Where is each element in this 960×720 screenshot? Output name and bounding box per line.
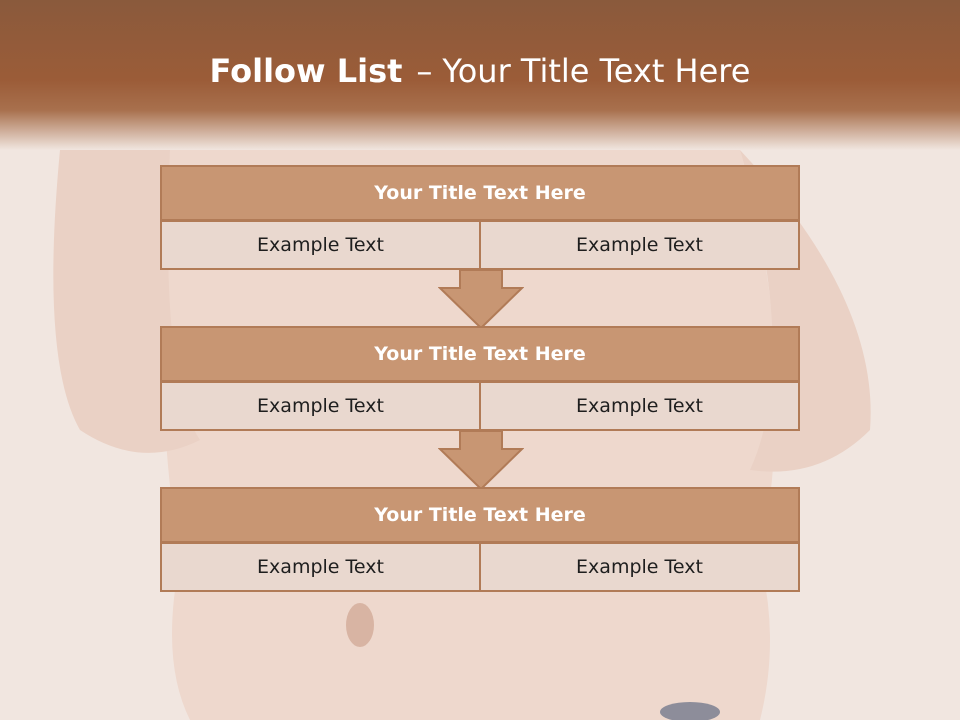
step-title: Your Title Text Here [160, 326, 800, 382]
title-rest: Your Title Text Here [442, 52, 751, 90]
slide-title: Follow List–Your Title Text Here [0, 52, 960, 90]
step-row: Example Text Example Text [160, 220, 800, 270]
down-arrow-icon [438, 430, 524, 491]
title-bold: Follow List [209, 52, 403, 90]
step-cell-left: Example Text [160, 542, 481, 592]
header-band [0, 0, 960, 150]
down-arrow-icon [438, 269, 524, 330]
step-cell-right: Example Text [479, 220, 800, 270]
step-cell-left: Example Text [160, 220, 481, 270]
step-title: Your Title Text Here [160, 487, 800, 543]
step-row: Example Text Example Text [160, 542, 800, 592]
step-cell-right: Example Text [479, 542, 800, 592]
title-separator: – [416, 52, 433, 90]
step-row: Example Text Example Text [160, 381, 800, 431]
step-cell-right: Example Text [479, 381, 800, 431]
step-box-3: Your Title Text Here Example Text Exampl… [160, 487, 800, 592]
step-cell-left: Example Text [160, 381, 481, 431]
step-box-2: Your Title Text Here Example Text Exampl… [160, 326, 800, 431]
step-title: Your Title Text Here [160, 165, 800, 221]
step-box-1: Your Title Text Here Example Text Exampl… [160, 165, 800, 270]
